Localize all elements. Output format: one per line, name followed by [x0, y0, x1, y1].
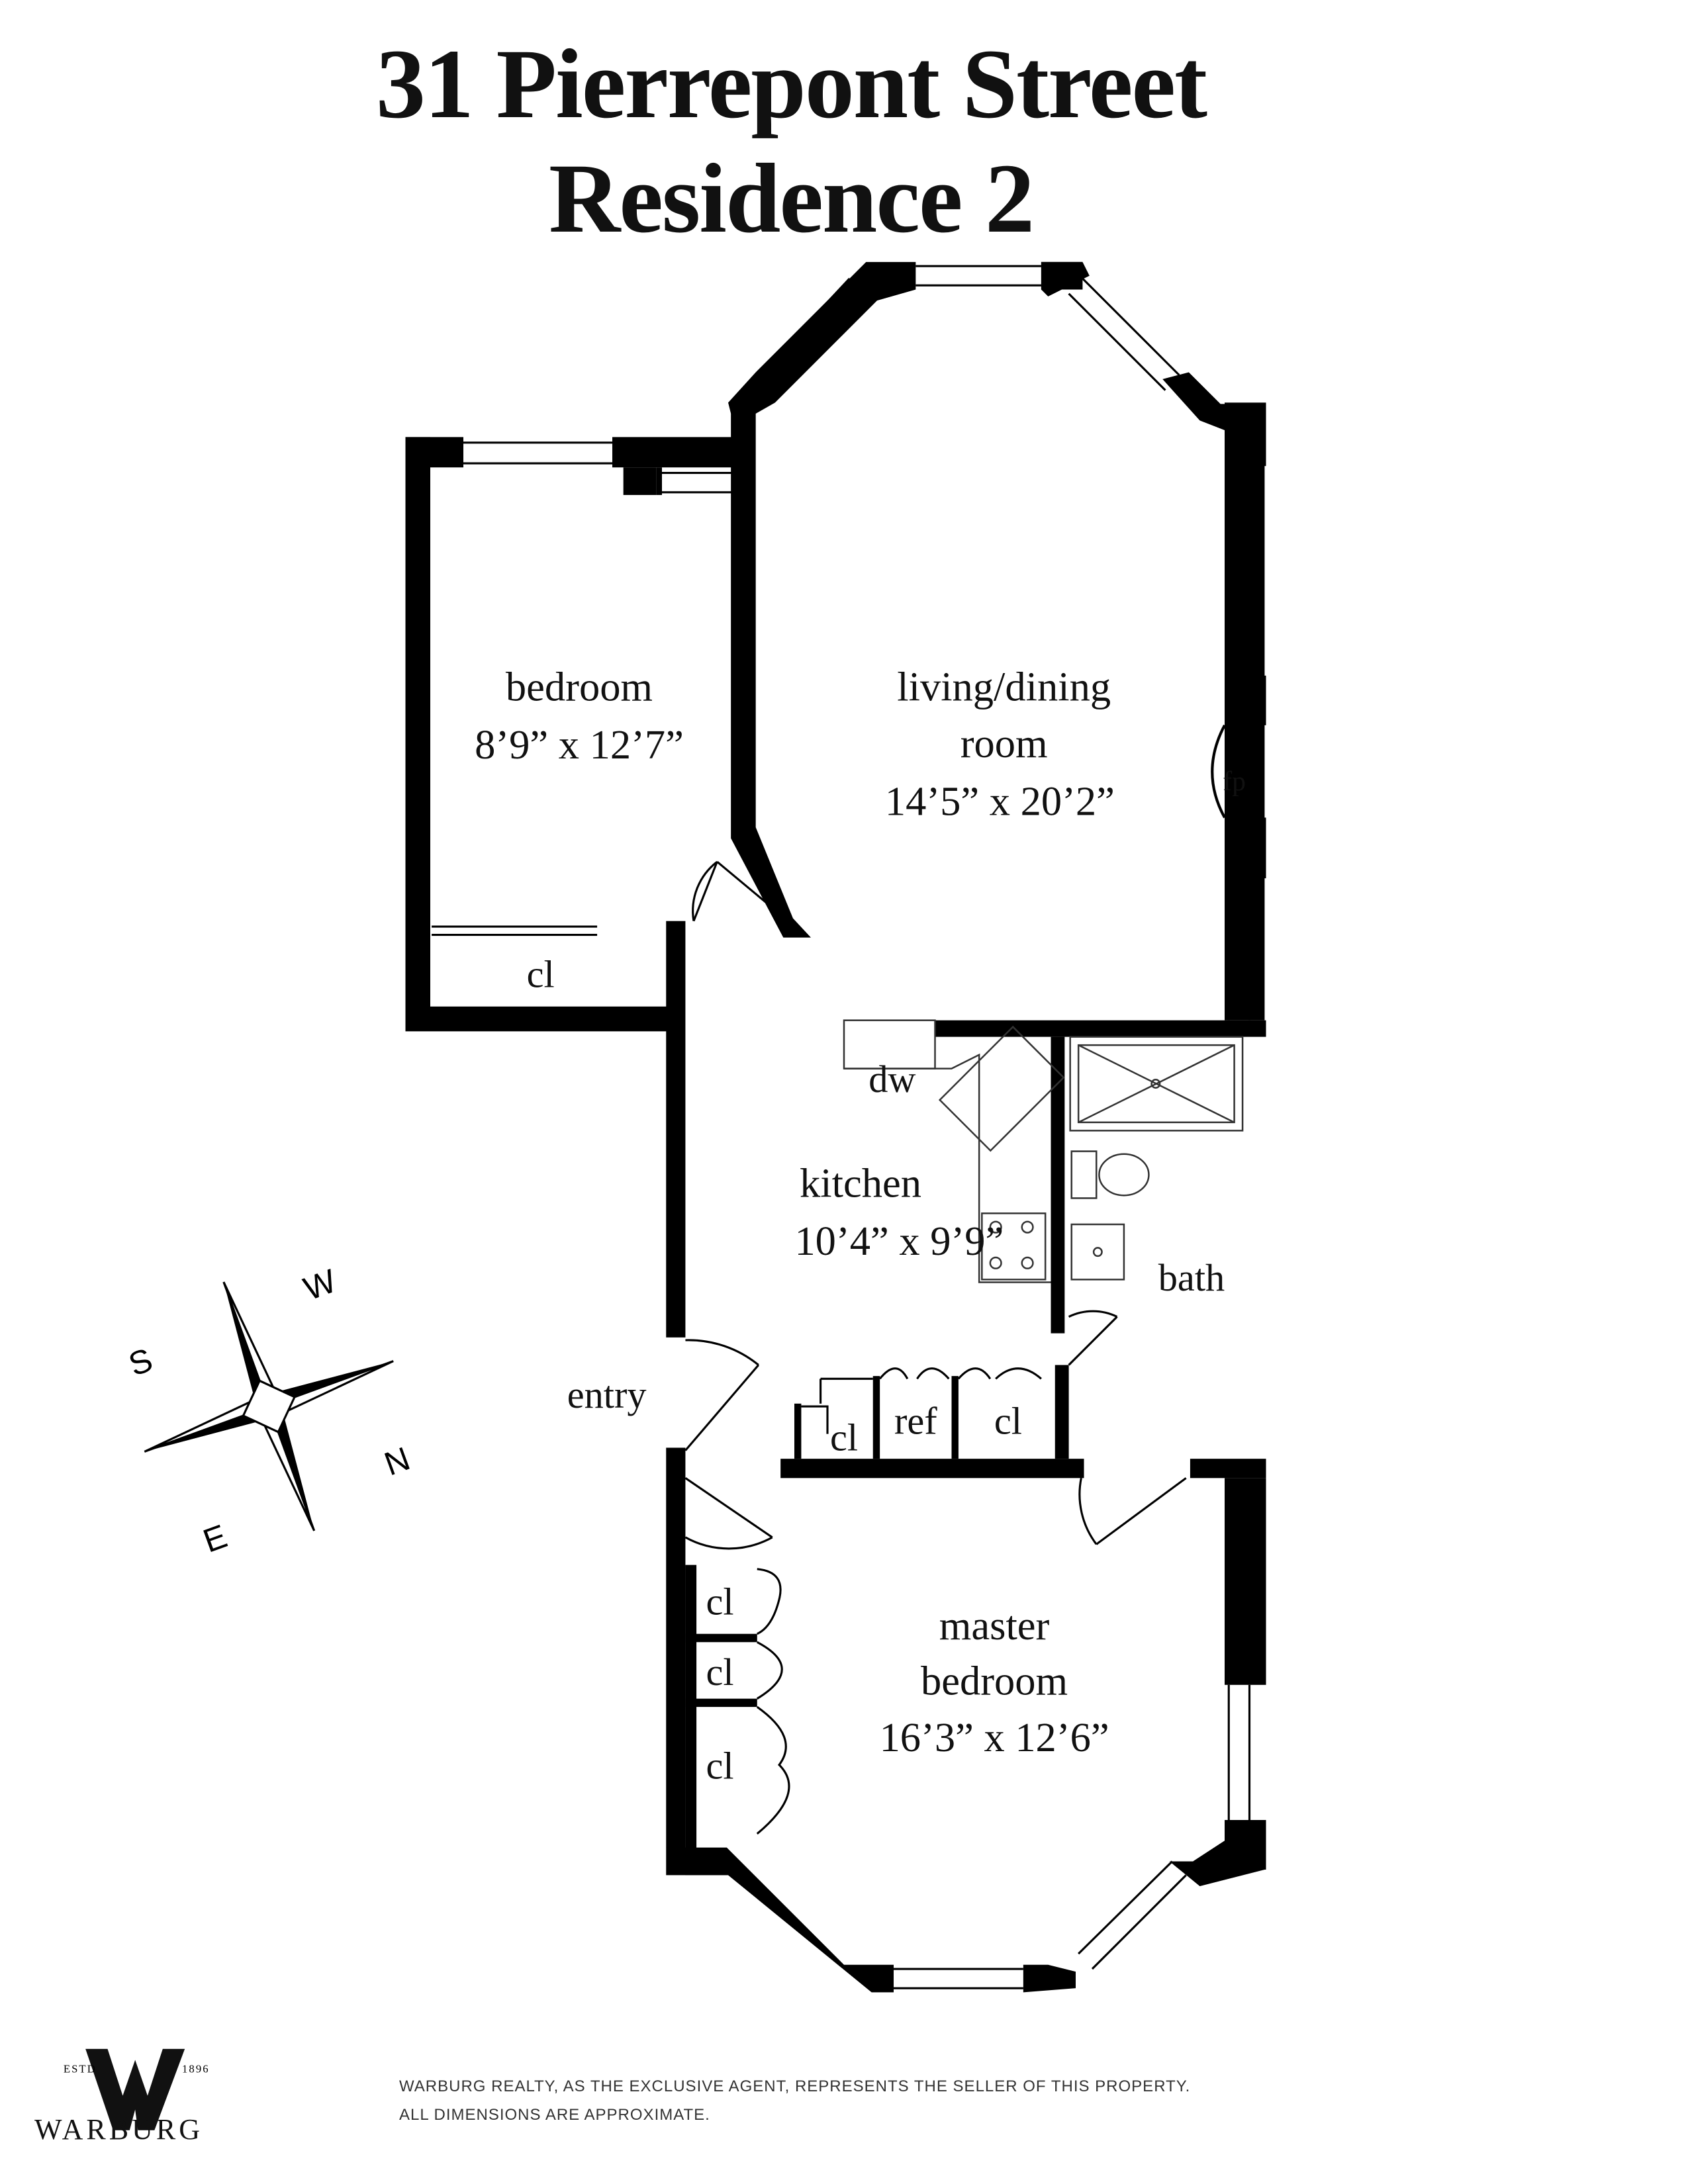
room-labels: bedroom 8’9” x 12’7” living/dining room …: [475, 663, 1246, 1787]
footer-disclaimer-1: WARBURG REALTY, AS THE EXCLUSIVE AGENT, …: [399, 2077, 1191, 2095]
walls: [405, 261, 1266, 1993]
master-name-2: bedroom: [921, 1657, 1068, 1704]
closet-label-master-2: cl: [706, 1651, 733, 1694]
page-subtitle: Residence 2: [548, 144, 1035, 253]
brand-year: 1896: [182, 2062, 210, 2075]
dishwasher-label: dw: [868, 1058, 915, 1101]
windows: [463, 265, 1251, 1989]
closet-label-master-1: cl: [706, 1580, 733, 1623]
bath-name: bath: [1158, 1256, 1225, 1299]
closet-label-kitchen-2: cl: [994, 1400, 1022, 1443]
brand-name: WARBURG: [34, 2113, 204, 2146]
master-name-1: master: [939, 1602, 1050, 1649]
bath-fixtures: [1069, 1036, 1244, 1281]
living-name-1: living/dining: [897, 663, 1111, 709]
fireplace: [1211, 724, 1226, 819]
closet-label-bedroom: cl: [527, 953, 555, 996]
bedroom-name: bedroom: [506, 663, 653, 709]
footer-disclaimer-2: ALL DIMENSIONS ARE APPROXIMATE.: [399, 2106, 710, 2124]
closet-label-master-3: cl: [706, 1745, 733, 1788]
doors: [432, 860, 1187, 1835]
page-title: 31 Pierrepont Street: [375, 29, 1207, 139]
compass-west: W: [299, 1262, 341, 1308]
brand-estd: ESTD: [64, 2062, 97, 2075]
living-name-2: room: [961, 720, 1048, 766]
compass-north: N: [379, 1440, 414, 1483]
entry-name: entry: [567, 1373, 647, 1416]
compass: W S N E: [124, 1262, 414, 1560]
kitchen-fixtures: [843, 1019, 1065, 1283]
kitchen-name: kitchen: [800, 1160, 921, 1206]
compass-east: E: [199, 1518, 232, 1560]
master-dims: 16’3” x 12’6”: [880, 1714, 1109, 1760]
warburg-logo: ESTD 1896: [64, 2048, 210, 2130]
fireplace-label: fp: [1223, 766, 1246, 797]
compass-south: S: [124, 1341, 158, 1383]
bedroom-dims: 8’9” x 12’7”: [475, 721, 684, 768]
refrigerator-label: ref: [894, 1400, 937, 1443]
closet-label-kitchen-1: cl: [830, 1416, 858, 1459]
living-dims: 14’5” x 20’2”: [885, 778, 1115, 824]
kitchen-dims: 10’4” x 9’9”: [794, 1218, 1004, 1264]
